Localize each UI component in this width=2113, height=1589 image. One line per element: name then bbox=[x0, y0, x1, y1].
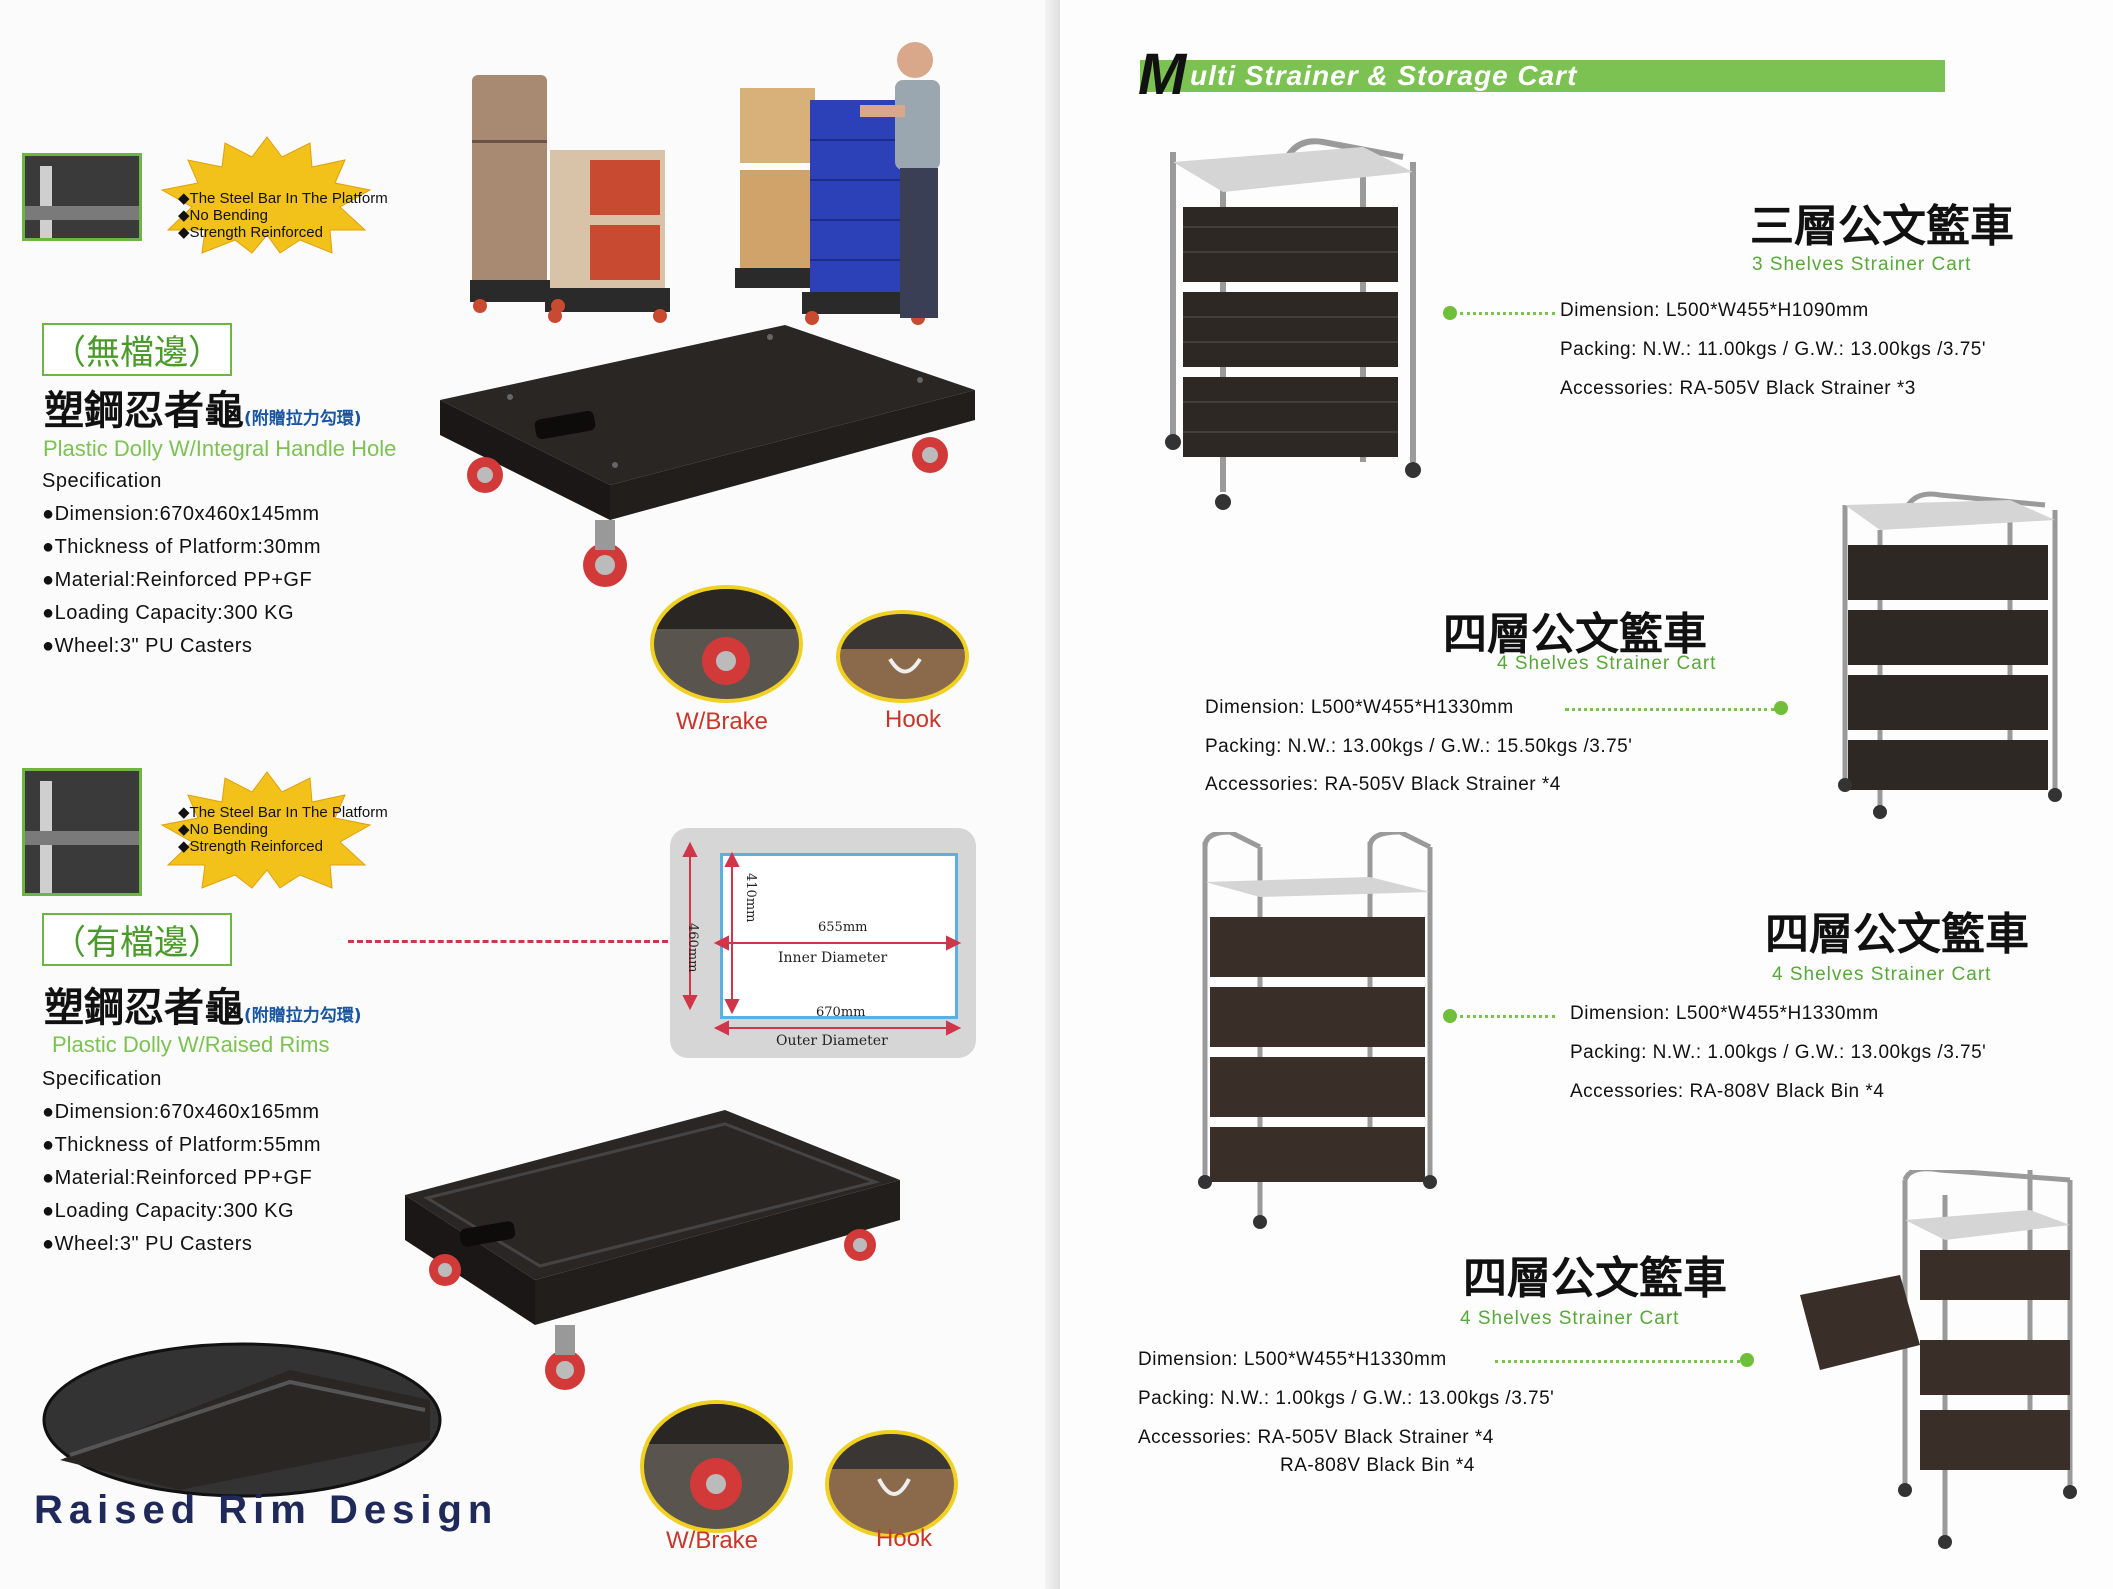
spec-item: ●Loading Capacity:300 KG bbox=[42, 1200, 295, 1222]
dolly2-product-image bbox=[405, 1110, 900, 1390]
spec-item: ●Dimension:670x460x165mm bbox=[42, 1101, 320, 1123]
raised-rim-tag: （有檔邊） bbox=[42, 913, 232, 966]
spec-item: ●Dimension:670x460x145mm bbox=[42, 503, 320, 525]
cart2-title: 四層公文籃車 bbox=[1443, 609, 1707, 660]
inner-width-label: 655mm bbox=[818, 920, 868, 935]
steel-bar-thumbnail bbox=[22, 153, 142, 241]
outer-height-label: 460mm bbox=[685, 923, 700, 973]
feature-text: ◆The Steel Bar In The Platform ◆No Bendi… bbox=[178, 190, 388, 241]
brake-label: W/Brake bbox=[666, 1527, 759, 1554]
cart3-image bbox=[1198, 832, 1437, 1229]
outer-diameter-label: Outer Diameter bbox=[776, 1033, 888, 1049]
raised-rim-caption: Raised Rim Design bbox=[34, 1488, 499, 1532]
cart2-dimension: Dimension: L500*W455*H1330mm bbox=[1205, 697, 1514, 718]
inner-height-label: 410mm bbox=[743, 873, 758, 923]
feature-starburst bbox=[160, 771, 372, 889]
cart4-dimension: Dimension: L500*W455*H1330mm bbox=[1138, 1349, 1447, 1370]
leader-line bbox=[1495, 1360, 1740, 1363]
spec-heading: Specification bbox=[42, 470, 162, 492]
right-page: M ulti Strainer & Storage Cart 三層公文籃車 3 … bbox=[1060, 0, 2113, 1589]
diagram-connector bbox=[348, 940, 668, 943]
cart1-dimension: Dimension: L500*W455*H1090mm bbox=[1560, 300, 1869, 321]
leader-line bbox=[1565, 708, 1775, 711]
dolly1-product-image bbox=[440, 325, 975, 587]
steel-bar-thumbnail bbox=[22, 768, 142, 896]
no-rim-tag: （無檔邊） bbox=[42, 323, 232, 376]
brake-label: W/Brake bbox=[676, 708, 769, 735]
header-initial: M bbox=[1138, 42, 1187, 107]
dolly1-subtitle: Plastic Dolly W/Integral Handle Hole bbox=[43, 436, 397, 461]
dimension-arrows bbox=[682, 841, 962, 1036]
spec-item: ●Wheel:3" PU Casters bbox=[42, 635, 253, 657]
dimension-diagram: 460mm 410mm 655mm Inner Diameter 670mm O… bbox=[670, 828, 976, 1058]
title-text: 塑鋼忍者龜 bbox=[44, 985, 244, 1031]
hook-label: Hook bbox=[876, 1525, 933, 1552]
cart1-packing: Packing: N.W.: 11.00kgs / G.W.: 13.00kgs… bbox=[1560, 339, 1986, 360]
cart1-title: 三層公文籃車 bbox=[1750, 201, 2014, 252]
cart2-accessories: Accessories: RA-505V Black Strainer *4 bbox=[1205, 774, 1561, 795]
cart3-subtitle: 4 Shelves Strainer Cart bbox=[1772, 964, 1992, 985]
cart2-image bbox=[1838, 491, 2062, 819]
spec-item: ●Material:Reinforced PP+GF bbox=[42, 569, 313, 591]
feature-line: ◆Strength Reinforced bbox=[178, 838, 323, 855]
inner-area bbox=[720, 853, 958, 1019]
header-bar bbox=[1140, 60, 1945, 92]
cart3-dimension: Dimension: L500*W455*H1330mm bbox=[1570, 1003, 1879, 1024]
spec-heading: Specification bbox=[42, 1068, 162, 1090]
left-page: ◆The Steel Bar In The Platform ◆No Bendi… bbox=[22, 42, 976, 1554]
feature-text: ◆The Steel Bar In The Platform ◆No Bendi… bbox=[178, 804, 388, 855]
feature-line: ◆No Bending bbox=[178, 207, 268, 224]
brake-closeup bbox=[650, 585, 803, 703]
dolly1-title: 塑鋼忍者龜(附贈拉力勾環) bbox=[44, 378, 362, 436]
cart4-subtitle: 4 Shelves Strainer Cart bbox=[1460, 1308, 1680, 1329]
title-note: (附贈拉力勾環) bbox=[244, 409, 362, 429]
cart2-packing: Packing: N.W.: 13.00kgs / G.W.: 15.50kgs… bbox=[1205, 736, 1633, 757]
cart2-subtitle: 4 Shelves Strainer Cart bbox=[1497, 653, 1717, 674]
hook-closeup bbox=[825, 1430, 958, 1538]
cart1-subtitle: 3 Shelves Strainer Cart bbox=[1752, 254, 1972, 275]
dolly2-subtitle: Plastic Dolly W/Raised Rims bbox=[52, 1032, 330, 1057]
dolly2-title: 塑鋼忍者龜(附贈拉力勾環) bbox=[44, 975, 362, 1033]
spec-item: ●Wheel:3" PU Casters bbox=[42, 1233, 253, 1255]
cart4-title: 四層公文籃車 bbox=[1463, 1253, 1727, 1304]
cart3-accessories: Accessories: RA-808V Black Bin *4 bbox=[1570, 1081, 1885, 1102]
feature-line: ◆No Bending bbox=[178, 821, 268, 838]
raised-rim-closeup bbox=[42, 1342, 442, 1498]
hook-label: Hook bbox=[885, 706, 942, 733]
title-note: (附贈拉力勾環) bbox=[244, 1006, 362, 1026]
brake-closeup bbox=[640, 1400, 793, 1533]
cart4-packing: Packing: N.W.: 1.00kgs / G.W.: 13.00kgs … bbox=[1138, 1388, 1555, 1409]
bullet-dot bbox=[1443, 306, 1457, 320]
outer-width-label: 670mm bbox=[816, 1005, 866, 1020]
spec-item: ●Material:Reinforced PP+GF bbox=[42, 1167, 313, 1189]
spec-item: ●Thickness of Platform:55mm bbox=[42, 1134, 321, 1156]
cart3-packing: Packing: N.W.: 1.00kgs / G.W.: 13.00kgs … bbox=[1570, 1042, 1987, 1063]
header-title: ulti Strainer & Storage Cart bbox=[1190, 60, 1578, 91]
feature-starburst bbox=[160, 136, 372, 254]
leader-line bbox=[1460, 1015, 1555, 1018]
bullet-dot bbox=[1774, 701, 1788, 715]
dolly-usage-photo bbox=[470, 42, 940, 325]
bullet-dot bbox=[1740, 1353, 1754, 1367]
spec-item: ●Thickness of Platform:30mm bbox=[42, 536, 321, 558]
inner-diameter-label: Inner Diameter bbox=[778, 950, 888, 966]
feature-line: ◆The Steel Bar In The Platform bbox=[178, 190, 388, 207]
cart4-accessories-2: RA-808V Black Bin *4 bbox=[1280, 1455, 1475, 1476]
cart1-image bbox=[1165, 138, 1421, 510]
feature-line: ◆Strength Reinforced bbox=[178, 224, 323, 241]
spec-item: ●Loading Capacity:300 KG bbox=[42, 602, 295, 624]
leader-line bbox=[1460, 312, 1555, 315]
hook-closeup bbox=[836, 610, 969, 703]
bullet-dot bbox=[1443, 1009, 1457, 1023]
feature-line: ◆The Steel Bar In The Platform bbox=[178, 804, 388, 821]
cart4-image bbox=[1800, 1170, 2077, 1549]
cart1-accessories: Accessories: RA-505V Black Strainer *3 bbox=[1560, 378, 1916, 399]
title-text: 塑鋼忍者龜 bbox=[44, 388, 244, 434]
cart4-accessories: Accessories: RA-505V Black Strainer *4 bbox=[1138, 1427, 1494, 1448]
cart3-title: 四層公文籃車 bbox=[1765, 909, 2029, 960]
